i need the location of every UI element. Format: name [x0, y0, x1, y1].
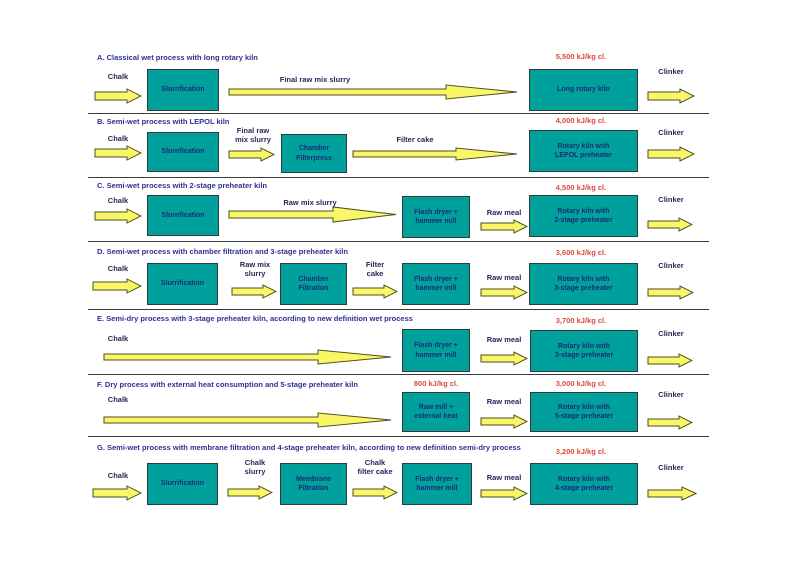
flow-label-g2: Chalk filter cake	[357, 458, 393, 476]
process-title-a: A. Classical wet process with long rotar…	[97, 53, 258, 62]
clinker-arrow-a	[647, 88, 695, 104]
chalk-label-g: Chalk	[107, 471, 129, 480]
energy-value-g: 3,200 kJ/kg cl.	[555, 447, 607, 456]
flow-arrow-c2	[480, 219, 528, 234]
flow-arrow-a1	[228, 84, 518, 100]
flow-label-b1: Final raw mix slurry	[235, 126, 271, 144]
flow-label-d2: Filter cake	[365, 260, 385, 278]
kiln-3stage-box-d: Rotary kiln with 3-stage preheater	[529, 263, 638, 305]
flow-label-e1: Raw meal	[486, 335, 522, 344]
slurrification-box-g: Slurrification	[147, 463, 218, 505]
row-divider-1	[88, 113, 709, 114]
slurrification-box-c: Slurrification	[147, 195, 219, 236]
energy-value-a: 5,500 kJ/kg cl.	[555, 52, 607, 61]
flash-dryer-box-e: Flash dryer + hammer mill	[402, 329, 470, 372]
flash-dryer-box-d: Flash dryer + hammer mill	[402, 263, 470, 305]
chalk-arrow-a	[94, 88, 142, 104]
flow-label-c2: Raw meal	[486, 208, 522, 217]
slurrification-box-b: Slurrification	[147, 132, 219, 172]
row-divider-5	[88, 374, 709, 375]
process-title-f: F. Dry process with external heat consum…	[97, 380, 358, 389]
energy-value-e: 3,700 kJ/kg cl.	[555, 316, 607, 325]
clinker-arrow-d	[647, 285, 694, 300]
flow-arrow-b1	[228, 147, 275, 162]
lepol-kiln-box-b: Rotary kiln with LEPOL preheater	[529, 130, 638, 172]
clinker-label-c: Clinker	[658, 195, 684, 204]
flow-label-d3: Raw meal	[486, 273, 522, 282]
flow-arrow-b2	[352, 147, 518, 161]
clinker-arrow-b	[647, 146, 695, 162]
chalk-arrow-g	[92, 485, 142, 501]
flow-label-c1: Raw mix slurry	[283, 198, 337, 207]
chalk-arrow-d	[92, 278, 142, 294]
chalk-long-arrow-e	[103, 349, 392, 365]
energy-value-f: 3,000 kJ/kg cl.	[555, 379, 607, 388]
chamber-filterpress-box-b: Chamber Filterpress	[281, 134, 347, 173]
clinker-label-f: Clinker	[658, 390, 684, 399]
flow-label-d1: Raw mix slurry	[239, 260, 271, 278]
chalk-long-arrow-f	[103, 412, 392, 428]
flow-arrow-d2	[352, 284, 398, 299]
chalk-label-f: Chalk	[107, 395, 129, 404]
clinker-arrow-e	[647, 353, 693, 368]
flow-arrow-g1	[227, 485, 273, 500]
kiln-4stage-box-g: Rotary kiln with 4-stage preheater	[530, 463, 638, 505]
flow-arrow-c1	[228, 206, 397, 223]
process-title-d: D. Semi-wet process with chamber filtrat…	[97, 247, 348, 256]
process-title-b: B. Semi-wet process with LEPOL kiln	[97, 117, 230, 126]
flow-arrow-g3	[480, 486, 528, 501]
flash-dryer-box-c: Flash dryer + hammer mill	[402, 196, 470, 238]
flow-arrow-g2	[352, 485, 398, 500]
flow-arrow-d1	[231, 284, 277, 299]
chamber-filtration-box-d: Chamber Filtration	[280, 263, 347, 305]
row-divider-4	[88, 309, 709, 310]
chalk-arrow-b	[94, 145, 142, 161]
clinker-label-e: Clinker	[658, 329, 684, 338]
row-divider-6	[88, 436, 709, 437]
chalk-label-e: Chalk	[107, 334, 129, 343]
slurrification-box-a: Slurrification	[147, 69, 219, 111]
flow-arrow-d3	[480, 285, 528, 300]
chalk-label-d: Chalk	[107, 264, 129, 273]
clinker-label-a: Clinker	[658, 67, 684, 76]
flow-label-g3: Raw meal	[486, 473, 522, 482]
kiln-2stage-box-c: Rotary kiln with 2-stage preheater	[529, 195, 638, 237]
raw-mill-box-f: Raw mill + external heat	[402, 392, 470, 432]
chalk-label-c: Chalk	[107, 196, 129, 205]
membrane-filtration-box-g: Membrane Filtration	[280, 463, 347, 505]
energy-value-c: 4,500 kJ/kg cl.	[555, 183, 607, 192]
flow-label-a1: Final raw mix slurry	[279, 75, 351, 84]
chalk-label-a: Chalk	[107, 72, 129, 81]
clinker-label-b: Clinker	[658, 128, 684, 137]
flow-arrow-e1	[480, 351, 528, 366]
clinker-arrow-c	[647, 217, 693, 232]
long-rotary-kiln-box-a: Long rotary kiln	[529, 69, 638, 111]
energy-value-d: 3,600 kJ/kg cl.	[555, 248, 607, 257]
slurrification-box-d: Slurrification	[147, 263, 218, 305]
clinker-label-g: Clinker	[658, 463, 684, 472]
process-title-g: G. Semi-wet process with membrane filtra…	[97, 443, 521, 452]
kiln-5stage-box-f: Rotary kiln with 5-stage preheater	[530, 392, 638, 432]
flow-label-g1: Chalk slurry	[244, 458, 266, 476]
flash-dryer-box-g: Flash dryer + hammer mill	[402, 463, 472, 505]
process-title-c: C. Semi-wet process with 2-stage preheat…	[97, 181, 268, 190]
row-divider-2	[88, 177, 709, 178]
energy-value-f-rawmill: 800 kJ/kg cl.	[413, 379, 459, 388]
clinker-arrow-f	[647, 415, 693, 430]
flow-label-f1: Raw meal	[486, 397, 522, 406]
flow-label-b2: Filter cake	[396, 135, 434, 144]
clinker-label-d: Clinker	[658, 261, 684, 270]
flow-arrow-f1	[480, 414, 528, 429]
kiln-3stage-box-e: Rotary kiln with 3-stage preheater	[530, 330, 638, 372]
clinker-arrow-g	[647, 486, 697, 501]
energy-value-b: 4,000 kJ/kg cl.	[555, 116, 607, 125]
row-divider-3	[88, 241, 709, 242]
chalk-arrow-c	[94, 208, 142, 224]
process-title-e: E. Semi-dry process with 3-stage preheat…	[97, 314, 413, 323]
chalk-label-b: Chalk	[107, 134, 129, 143]
